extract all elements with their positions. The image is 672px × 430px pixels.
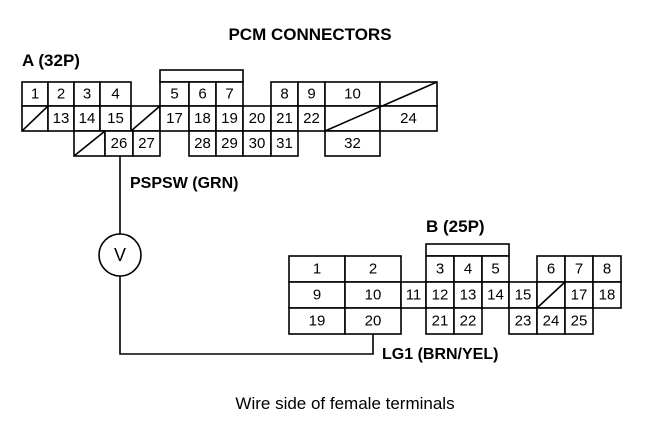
connector-b-terminal-11-label: 11 bbox=[406, 287, 422, 304]
connector-a-terminal-10 bbox=[324, 81, 381, 107]
connector-a-blank-23-slash bbox=[324, 81, 438, 132]
connector-b-terminal-6-label: 6 bbox=[547, 261, 555, 278]
connector-b-terminal-25 bbox=[564, 307, 594, 335]
connector-a-terminal-19 bbox=[215, 105, 244, 132]
connector-a-terminal-31-label: 31 bbox=[276, 135, 293, 152]
connector-b-terminal-9 bbox=[288, 281, 346, 309]
connector-b-terminal-20-label: 20 bbox=[365, 313, 382, 330]
wire-a-label: PSPSW (GRN) bbox=[130, 175, 238, 192]
connector-a-terminal-24-label: 24 bbox=[400, 110, 417, 127]
connector-a-terminal-9-label: 9 bbox=[307, 86, 315, 103]
connector-a-terminal-26-label: 26 bbox=[111, 135, 128, 152]
diagram-title: PCM CONNECTORS bbox=[228, 25, 391, 44]
connector-b-terminal-5 bbox=[481, 255, 510, 283]
connector-b-terminal-2 bbox=[344, 255, 402, 283]
connector-a-terminal-20-label: 20 bbox=[249, 110, 266, 127]
connector-a-terminal-21-label: 21 bbox=[276, 110, 293, 127]
connector-b-terminal-8 bbox=[592, 255, 622, 283]
connector-b-terminal-23 bbox=[508, 307, 538, 335]
connector-a-terminal-4 bbox=[99, 81, 132, 107]
connector-a-terminal-8 bbox=[270, 81, 299, 107]
connector-a-terminal-3-label: 3 bbox=[83, 86, 91, 103]
connector-a-terminal-27-label: 27 bbox=[138, 135, 155, 152]
connector-b-label: B (25P) bbox=[426, 217, 485, 236]
connector-a-terminal-13-label: 13 bbox=[53, 110, 70, 127]
connector-b-terminal-15-label: 15 bbox=[515, 287, 532, 304]
connector-a-terminal-17 bbox=[159, 105, 190, 132]
connector-b: 1 2 3 4 5 6 7 8 9 10 11 12 13 14 15 17 1… bbox=[288, 243, 622, 335]
connector-b-terminal-22 bbox=[453, 307, 483, 335]
connector-b-terminal-12-label: 12 bbox=[432, 287, 449, 304]
connector-b-terminal-19 bbox=[288, 307, 346, 335]
connector-a-label: A (32P) bbox=[22, 51, 80, 70]
connector-b-terminal-1-label: 1 bbox=[313, 261, 321, 278]
connector-a-terminal-8-label: 8 bbox=[280, 86, 288, 103]
connector-b-terminal-10-label: 10 bbox=[365, 287, 382, 304]
connector-a-blank-25-slash bbox=[73, 130, 106, 157]
connector-a-terminal-32 bbox=[324, 130, 381, 157]
connector-a: 1 2 3 4 5 6 7 8 9 10 13 14 15 17 18 19 bbox=[21, 69, 438, 157]
connector-b-terminal-21 bbox=[425, 307, 455, 335]
connector-a-terminal-28-label: 28 bbox=[194, 135, 211, 152]
connector-b-terminal-3-label: 3 bbox=[436, 261, 444, 278]
connector-a-blank-16-slash bbox=[130, 105, 161, 132]
connector-b-terminal-2-label: 2 bbox=[369, 261, 377, 278]
connector-a-terminal-1-label: 1 bbox=[31, 86, 39, 103]
connector-b-terminal-8-label: 8 bbox=[603, 261, 611, 278]
connector-b-terminal-9-label: 9 bbox=[313, 287, 321, 304]
connector-b-terminal-14-label: 14 bbox=[487, 287, 504, 304]
connector-b-terminal-20 bbox=[344, 307, 402, 335]
connector-a-terminal-29-label: 29 bbox=[221, 135, 238, 152]
voltmeter-icon: V bbox=[98, 233, 142, 277]
connector-a-terminal-17-label: 17 bbox=[166, 110, 183, 127]
connector-a-terminal-24 bbox=[379, 105, 438, 132]
connector-a-terminal-10-label: 10 bbox=[344, 86, 361, 103]
wire-b-label: LG1 (BRN/YEL) bbox=[382, 346, 498, 363]
connector-a-terminal-2-label: 2 bbox=[57, 86, 65, 103]
connector-b-terminal-25-label: 25 bbox=[571, 313, 588, 330]
connector-b-terminal-5-label: 5 bbox=[491, 261, 499, 278]
connector-a-terminal-5-label: 5 bbox=[170, 86, 178, 103]
connector-a-terminal-4-label: 4 bbox=[111, 86, 119, 103]
connector-b-terminal-18 bbox=[592, 281, 622, 309]
connector-b-terminal-23-label: 23 bbox=[515, 313, 532, 330]
connector-a-lock-tab bbox=[159, 69, 244, 83]
connector-a-terminal-7-label: 7 bbox=[225, 86, 233, 103]
connector-a-terminal-18-label: 18 bbox=[194, 110, 211, 127]
connector-a-terminal-32-label: 32 bbox=[344, 135, 361, 152]
connector-a-blank-12-slash bbox=[21, 105, 49, 132]
connector-a-terminal-14-label: 14 bbox=[79, 110, 96, 127]
connector-a-terminal-30-label: 30 bbox=[249, 135, 266, 152]
connector-b-terminal-13-label: 13 bbox=[460, 287, 477, 304]
connector-b-terminal-11 bbox=[400, 281, 427, 309]
connector-a-terminal-20 bbox=[242, 105, 272, 132]
connector-b-terminal-19-label: 19 bbox=[309, 313, 326, 330]
voltmeter-body bbox=[98, 233, 142, 277]
connector-b-terminal-18-label: 18 bbox=[599, 287, 616, 304]
connector-a-terminal-15-label: 15 bbox=[107, 110, 124, 127]
connector-b-terminal-24-label: 24 bbox=[543, 313, 560, 330]
connector-b-terminal-7-label: 7 bbox=[575, 261, 583, 278]
connector-b-terminal-3 bbox=[425, 255, 455, 283]
connector-a-terminal-22-label: 22 bbox=[303, 110, 320, 127]
diagram-caption: Wire side of female terminals bbox=[235, 394, 454, 413]
connector-a-terminal-6-label: 6 bbox=[198, 86, 206, 103]
connector-b-terminal-12 bbox=[425, 281, 455, 309]
connector-b-terminal-21-label: 21 bbox=[432, 313, 449, 330]
connector-b-blank-16-slash bbox=[536, 281, 566, 309]
connector-a-terminal-31 bbox=[270, 130, 299, 157]
connector-a-terminal-28 bbox=[188, 130, 217, 157]
connector-b-lock-tab bbox=[425, 243, 510, 257]
test-circuit: V bbox=[98, 156, 374, 355]
connector-b-terminal-17-label: 17 bbox=[571, 287, 588, 304]
connector-a-terminal-19-label: 19 bbox=[221, 110, 238, 127]
connector-b-terminal-4-label: 4 bbox=[464, 261, 472, 278]
connector-b-terminal-22-label: 22 bbox=[460, 313, 477, 330]
wire-lg1 bbox=[119, 276, 374, 355]
voltmeter-symbol: V bbox=[114, 245, 126, 265]
connector-a-terminal-27 bbox=[132, 130, 161, 157]
